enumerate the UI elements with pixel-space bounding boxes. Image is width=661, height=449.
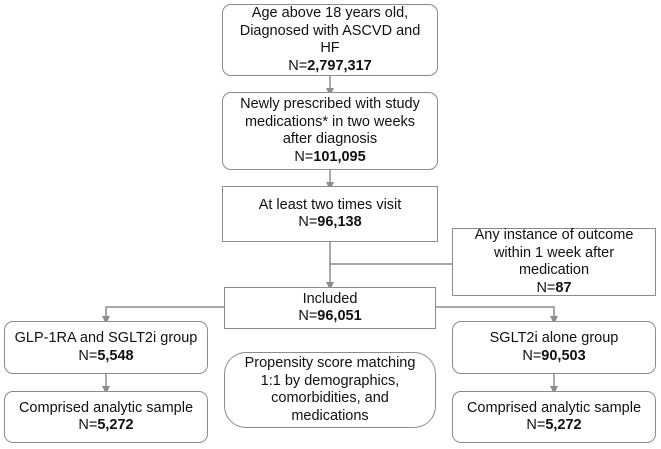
- arrow-included-to-sglt2i-group: [436, 306, 558, 324]
- prescribed-line-3: after diagnosis: [282, 131, 378, 147]
- sglt2i-sample-line-1: Comprised analytic sample: [466, 399, 642, 416]
- prescribed-line-2: medications* in two weeks: [244, 113, 416, 130]
- combo-sample-line-1: Comprised analytic sample: [18, 399, 194, 416]
- sglt2i-group-count-value: 90,503: [541, 347, 586, 364]
- matching-box: Propensity score matching 1:1 by demogra…: [224, 352, 436, 428]
- sglt2i-sample-count: N=5,272: [526, 417, 581, 435]
- combo-sample-count: N=5,272: [78, 417, 133, 435]
- sglt2i-sample-box: Comprised analytic sample N=5,272: [452, 391, 656, 443]
- visits-count: N=96,138: [298, 214, 361, 232]
- included-box: Included N=96,051: [224, 287, 436, 329]
- prescribed-count-prefix: N=: [294, 148, 314, 165]
- prescribed-count-value: 101,095: [313, 148, 366, 165]
- combo-group-box: GLP-1RA and SGLT2i group N=5,548: [4, 321, 208, 374]
- included-line-1: Included: [302, 290, 358, 307]
- matching-line-1: Propensity score matching: [244, 355, 416, 371]
- included-count-prefix: N=: [298, 308, 318, 324]
- sglt2i-group-line-1: SGLT2i alone group: [489, 330, 619, 346]
- combo-group-count-prefix: N=: [78, 347, 98, 364]
- arrow-included-to-combo-group: [102, 306, 224, 324]
- eligibility-count-value: 2,797,317: [307, 57, 372, 74]
- eligibility-line-3: HF: [320, 40, 340, 56]
- visits-count-prefix: N=: [298, 214, 318, 230]
- combo-group-line-1: GLP-1RA and SGLT2i group: [14, 330, 198, 346]
- excluded-line-3: medication: [518, 262, 590, 278]
- prescribed-count: N=101,095: [294, 149, 365, 167]
- excluded-count-prefix: N=: [536, 279, 556, 296]
- sglt2i-group-box: SGLT2i alone group N=90,503: [452, 321, 656, 374]
- matching-line-4: medications: [291, 407, 369, 424]
- included-count: N=96,051: [298, 308, 361, 326]
- visits-line-1: At least two times visit: [258, 196, 402, 213]
- sglt2i-sample-count-value: 5,272: [545, 417, 582, 433]
- combo-sample-count-value: 5,272: [97, 417, 134, 433]
- included-count-value: 96,051: [317, 308, 362, 324]
- sglt2i-group-count: N=90,503: [522, 348, 585, 366]
- excluded-box: Any instance of outcome within 1 week af…: [452, 227, 656, 298]
- excluded-line-2: within 1 week after: [493, 244, 615, 261]
- prescribed-box: Newly prescribed with study medications*…: [222, 92, 438, 170]
- combo-sample-count-prefix: N=: [78, 417, 98, 433]
- excluded-count-value: 87: [555, 279, 572, 296]
- sglt2i-sample-count-prefix: N=: [526, 417, 546, 433]
- visits-box: At least two times visit N=96,138: [222, 186, 438, 242]
- combo-group-count-value: 5,548: [97, 347, 134, 364]
- excluded-line-1: Any instance of outcome: [474, 227, 634, 243]
- combo-sample-box: Comprised analytic sample N=5,272: [4, 391, 208, 443]
- eligibility-count: N=2,797,317: [288, 58, 371, 76]
- eligibility-line-2: Diagnosed with ASCVD and: [239, 22, 421, 39]
- eligibility-box: Age above 18 years old, Diagnosed with A…: [222, 4, 438, 76]
- excluded-count: N=87: [536, 280, 571, 298]
- combo-group-count: N=5,548: [78, 348, 133, 366]
- sglt2i-group-count-prefix: N=: [522, 347, 542, 364]
- matching-line-2: 1:1 by demographics,: [260, 372, 400, 389]
- eligibility-line-1: Age above 18 years old,: [251, 5, 409, 21]
- matching-line-3: comorbidities, and: [271, 390, 389, 406]
- prescribed-line-1: Newly prescribed with study: [240, 96, 420, 112]
- visits-count-value: 96,138: [317, 214, 362, 230]
- eligibility-count-prefix: N=: [288, 57, 308, 74]
